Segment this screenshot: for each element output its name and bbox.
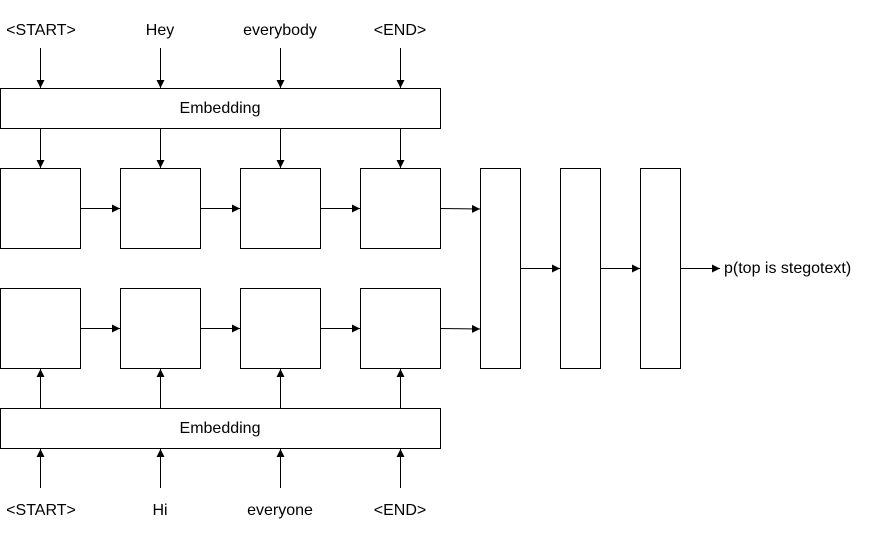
bottom-token-3: everyone: [247, 502, 313, 519]
dense-layer-2: [560, 168, 601, 369]
bottom-token-4: <END>: [373, 502, 427, 519]
top-token-4: <END>: [373, 22, 427, 39]
top-token-3: everybody: [243, 22, 317, 39]
bottom-embedding-label: Embedding: [179, 420, 261, 437]
top-rnn-cell-3: [240, 168, 321, 249]
top-rnn-cell-1: [0, 168, 81, 249]
bottom-rnn-cell-4: [360, 288, 441, 369]
arrow-bottom-to-dense: [440, 324, 481, 333]
dense-layer-1: [480, 168, 521, 369]
bottom-rnn-cell-2: [120, 288, 201, 369]
bottom-rnn-cell-1: [0, 288, 81, 369]
top-embedding-box: [0, 88, 441, 129]
top-embedding-label: Embedding: [179, 100, 261, 117]
output-label: p(top is stegotext): [724, 260, 852, 277]
bottom-token-2: Hi: [152, 502, 168, 519]
bottom-rnn-cell-3: [240, 288, 321, 369]
top-rnn-cell-4: [360, 168, 441, 249]
dense-layer-3: [640, 168, 681, 369]
top-rnn-cell-2: [120, 168, 201, 249]
top-token-1: <START>: [6, 22, 76, 39]
arrow-top-to-dense: [440, 204, 481, 213]
top-token-2: Hey: [145, 22, 175, 39]
bottom-token-1: <START>: [6, 502, 76, 519]
bottom-embedding-box: [0, 408, 441, 449]
